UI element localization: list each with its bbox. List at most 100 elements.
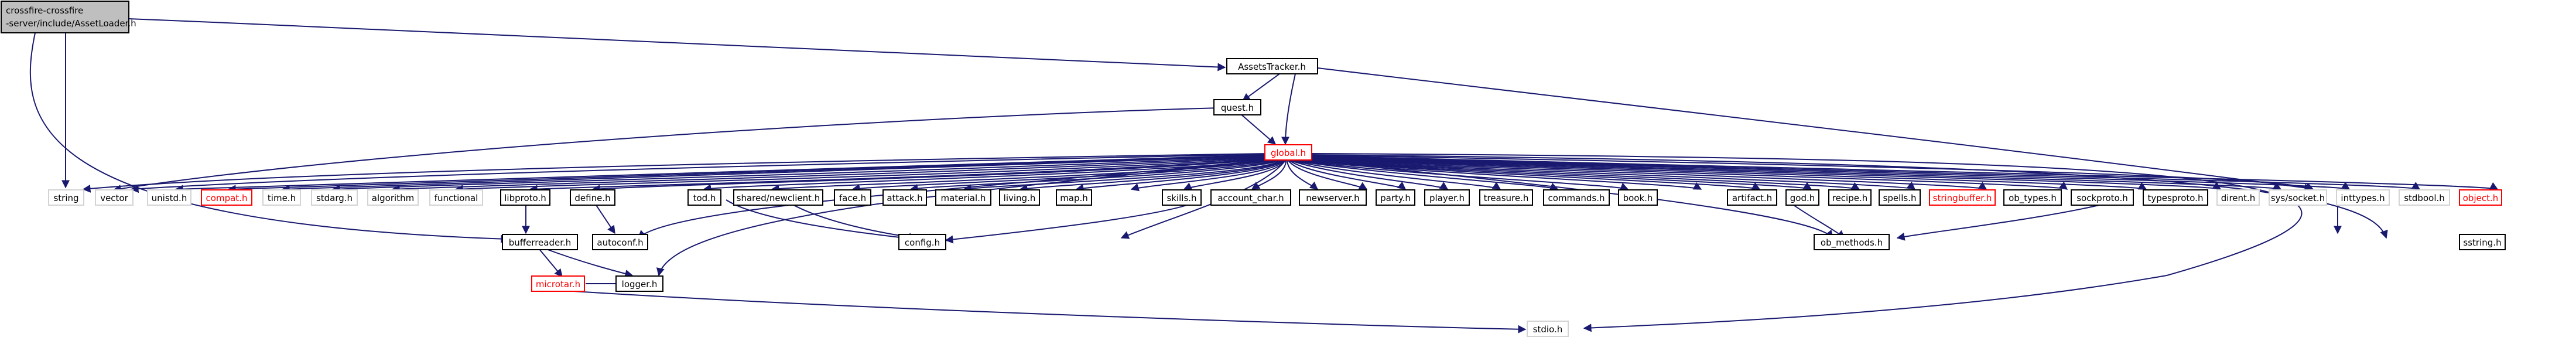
node-recipe[interactable]: recipe.h [1828,189,1872,206]
node-sstring-label: sstring.h [2463,237,2501,248]
node-typesproto[interactable]: typesproto.h [2143,189,2208,206]
node-commands-label: commands.h [1548,193,1605,203]
node-microtar-label: microtar.h [536,279,580,290]
node-dirent[interactable]: dirent.h [2216,189,2260,206]
node-skills-label: skills.h [1166,193,1196,203]
node-unistd-label: unistd.h [152,193,187,203]
node-quest-label: quest.h [1221,103,1254,113]
edge-microtar-stdio [573,291,1527,333]
node-logger[interactable]: logger.h [615,275,663,292]
node-ob-methods[interactable]: ob_methods.h [1814,234,1890,250]
node-map-label: map.h [1060,193,1088,203]
node-microtar[interactable]: microtar.h [531,275,585,292]
node-skills[interactable]: skills.h [1162,189,1202,206]
node-party-label: party.h [1380,193,1411,203]
node-living[interactable]: living.h [999,189,1040,206]
node-stdbool[interactable]: stdbool.h [2399,189,2450,206]
edge-assetstracker-global [1281,73,1296,145]
node-unistd[interactable]: unistd.h [147,189,191,206]
node-libproto[interactable]: libproto.h [500,189,550,206]
node-sharednewclient[interactable]: shared/newclient.h [733,189,823,206]
node-stdbool-label: stdbool.h [2404,193,2445,203]
node-syssocket[interactable]: sys/socket.h [2269,189,2327,206]
node-player-label: player.h [1429,193,1465,203]
node-artifact[interactable]: artifact.h [1727,189,1777,206]
node-treasure[interactable]: treasure.h [1479,189,1533,206]
node-string[interactable]: string [48,189,84,206]
node-bufferreader-label: bufferreader.h [509,237,572,248]
node-recipe-label: recipe.h [1832,193,1868,203]
node-string-label: string [53,193,78,203]
node-define-label: define.h [574,193,610,203]
node-bufferreader[interactable]: bufferreader.h [502,234,578,250]
edge-root-bufferreader [29,32,509,243]
edge-quest-global [1240,113,1277,145]
node-sstring[interactable]: sstring.h [2459,234,2506,250]
node-ob-types-label: ob_types.h [2009,193,2057,204]
edge-assetstracker-object [1317,67,2313,192]
node-commands[interactable]: commands.h [1543,189,1610,206]
node-newserver[interactable]: newserver.h [1299,189,1367,206]
node-account-char[interactable]: account_char.h [1210,189,1291,206]
node-vector-label: vector [100,193,128,203]
node-object[interactable]: object.h [2459,189,2502,206]
node-config-label: config.h [905,237,940,248]
node-functional[interactable]: functional [429,189,483,206]
node-algorithm-label: algorithm [372,193,414,203]
node-stringbuffer-label: stringbuffer.h [1933,193,1992,203]
node-living-label: living.h [1004,193,1036,203]
node-time-label: time.h [268,193,296,203]
node-map[interactable]: map.h [1056,189,1092,206]
node-autoconf[interactable]: autoconf.h [592,234,648,250]
node-party[interactable]: party.h [1376,189,1415,206]
global-fanout-edges [82,153,2499,332]
node-ob-types[interactable]: ob_types.h [2003,189,2062,206]
node-spells[interactable]: spells.h [1879,189,1921,206]
node-root-assetloader[interactable]: crossfire-crossfire -server/include/Asse… [1,1,136,33]
edge-skills-config [945,199,1201,244]
dependency-edges [29,18,2499,333]
node-sockproto-label: sockproto.h [2076,193,2128,203]
node-ob-methods-label: ob_methods.h [1821,237,1883,249]
node-face-label: face.h [839,193,866,203]
node-compat[interactable]: compat.h [201,189,252,206]
node-stdio-label: stdio.h [1533,324,1563,335]
edge-tod-config [726,199,915,243]
node-newserver-label: newserver.h [1306,193,1359,203]
node-root-line2: -server/include/AssetLoader.h [6,18,136,29]
node-object-label: object.h [2463,193,2499,203]
node-attack-label: attack.h [887,193,922,203]
node-root-line1: crossfire-crossfire [6,5,83,16]
node-typesproto-label: typesproto.h [2148,193,2204,203]
node-material-label: material.h [941,193,986,203]
node-inttypes-label: inttypes.h [2341,193,2385,203]
node-god-label: god.h [1790,193,1815,203]
node-vector[interactable]: vector [95,189,134,206]
node-book[interactable]: book.h [1618,189,1658,206]
node-god[interactable]: god.h [1785,189,1819,206]
node-stdio[interactable]: stdio.h [1527,321,1569,337]
edge-root-assetstracker [128,18,1226,72]
node-functional-label: functional [435,193,478,203]
node-book-label: book.h [1623,193,1653,203]
node-define[interactable]: define.h [570,189,615,206]
edge-bufferreader-microtar [538,248,563,278]
node-algorithm[interactable]: algorithm [367,189,419,206]
node-quest[interactable]: quest.h [1213,99,1261,115]
node-tod[interactable]: tod.h [687,189,721,206]
node-inttypes[interactable]: inttypes.h [2336,189,2390,206]
node-artifact-label: artifact.h [1732,193,1772,203]
node-account-char-label: account_char.h [1217,193,1284,204]
node-config[interactable]: config.h [898,234,946,250]
node-face[interactable]: face.h [834,189,871,206]
node-global[interactable]: global.h [1264,144,1312,161]
node-assetstracker[interactable]: AssetsTracker.h [1226,58,1318,74]
node-stringbuffer[interactable]: stringbuffer.h [1929,189,1996,206]
node-time[interactable]: time.h [262,189,301,206]
node-stdarg[interactable]: stdarg.h [311,189,358,206]
node-sharednewclient-label: shared/newclient.h [737,193,820,203]
node-sockproto[interactable]: sockproto.h [2071,189,2134,206]
node-attack[interactable]: attack.h [882,189,927,206]
node-material[interactable]: material.h [935,189,991,206]
node-player[interactable]: player.h [1424,189,1470,206]
